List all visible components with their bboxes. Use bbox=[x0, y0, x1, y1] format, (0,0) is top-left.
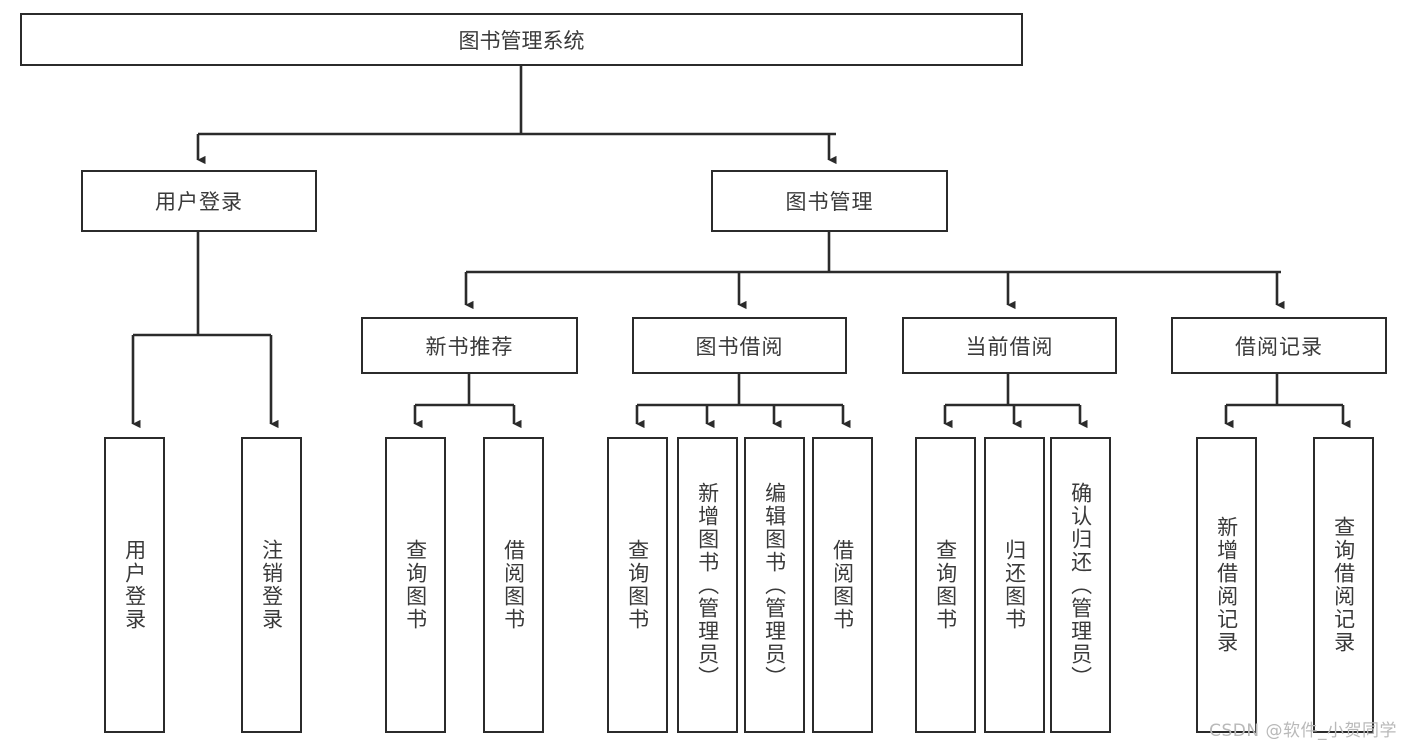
node-current-borrow-label: 当前借阅 bbox=[965, 334, 1054, 359]
leaf-query-book-2[interactable]: 查询图书 bbox=[607, 437, 668, 733]
leaf-user-login-label: 用户登录 bbox=[122, 539, 147, 631]
leaf-logout-label: 注销登录 bbox=[259, 539, 284, 631]
node-current-borrow[interactable]: 当前借阅 bbox=[902, 317, 1117, 374]
leaf-edit-book-label: 编辑图书（管理员） bbox=[762, 481, 787, 689]
watermark: CSDN @软件_小贺同学 bbox=[1209, 721, 1397, 741]
leaf-query-book-1-label: 查询图书 bbox=[403, 539, 428, 631]
node-user-login[interactable]: 用户登录 bbox=[81, 170, 317, 232]
node-book-borrow[interactable]: 图书借阅 bbox=[632, 317, 847, 374]
leaf-query-book-1[interactable]: 查询图书 bbox=[385, 437, 446, 733]
leaf-add-book[interactable]: 新增图书（管理员） bbox=[677, 437, 738, 733]
leaf-query-book-3[interactable]: 查询图书 bbox=[915, 437, 976, 733]
leaf-query-record-label: 查询借阅记录 bbox=[1331, 516, 1356, 654]
leaf-add-record-label: 新增借阅记录 bbox=[1214, 516, 1239, 654]
node-user-login-label: 用户登录 bbox=[155, 190, 243, 214]
leaf-confirm-return[interactable]: 确认归还（管理员） bbox=[1050, 437, 1111, 733]
leaf-query-record[interactable]: 查询借阅记录 bbox=[1313, 437, 1374, 733]
leaf-borrow-book-1[interactable]: 借阅图书 bbox=[483, 437, 544, 733]
leaf-logout[interactable]: 注销登录 bbox=[241, 437, 302, 733]
node-book-borrow-label: 图书借阅 bbox=[695, 334, 784, 359]
node-root[interactable]: 图书管理系统 bbox=[20, 13, 1023, 66]
leaf-edit-book[interactable]: 编辑图书（管理员） bbox=[744, 437, 805, 733]
leaf-return-book-label: 归还图书 bbox=[1002, 539, 1027, 631]
leaf-borrow-book-2[interactable]: 借阅图书 bbox=[812, 437, 873, 733]
node-new-book-recommend[interactable]: 新书推荐 bbox=[361, 317, 578, 374]
leaf-query-book-2-label: 查询图书 bbox=[625, 539, 650, 631]
node-borrow-record[interactable]: 借阅记录 bbox=[1171, 317, 1387, 374]
leaf-borrow-book-2-label: 借阅图书 bbox=[830, 539, 855, 631]
node-book-manage-label: 图书管理 bbox=[785, 190, 874, 214]
leaf-confirm-return-label: 确认归还（管理员） bbox=[1068, 481, 1093, 689]
leaf-borrow-book-1-label: 借阅图书 bbox=[501, 539, 526, 631]
node-root-label: 图书管理系统 bbox=[458, 28, 585, 53]
leaf-user-login[interactable]: 用户登录 bbox=[104, 437, 165, 733]
leaf-add-book-label: 新增图书（管理员） bbox=[695, 481, 720, 689]
leaf-return-book[interactable]: 归还图书 bbox=[984, 437, 1045, 733]
node-borrow-record-label: 借阅记录 bbox=[1235, 334, 1323, 359]
leaf-query-book-3-label: 查询图书 bbox=[933, 539, 958, 631]
node-book-manage[interactable]: 图书管理 bbox=[711, 170, 948, 232]
node-new-book-recommend-label: 新书推荐 bbox=[425, 334, 514, 359]
leaf-add-record[interactable]: 新增借阅记录 bbox=[1196, 437, 1257, 733]
